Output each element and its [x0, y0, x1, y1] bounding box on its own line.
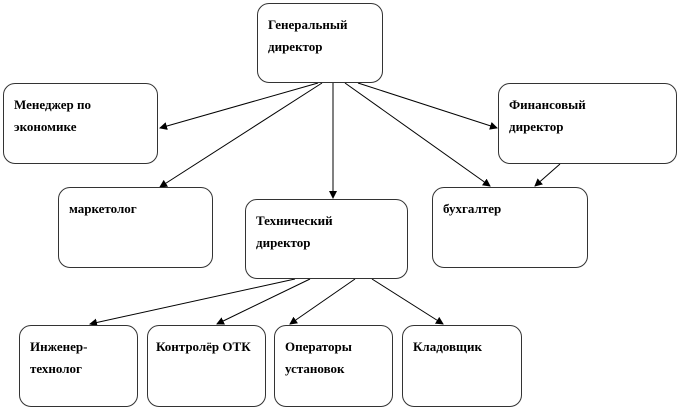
arrow-gd-findir — [357, 82, 498, 130]
node-accountant: бухгалтер — [432, 187, 588, 268]
arrow-gd-manager — [159, 82, 319, 130]
arrow-gd-marketer — [159, 82, 323, 188]
node-technical-director: Технический директор — [245, 199, 408, 279]
node-equipment-operators: Операторы установок — [274, 325, 393, 407]
node-label: Технический директор — [256, 213, 333, 250]
node-label: Контролёр ОТК — [156, 339, 251, 354]
node-label: Инженер-технолог — [30, 339, 88, 376]
node-label: Кладовщик — [413, 339, 482, 354]
node-label: Генеральный директор — [268, 17, 348, 54]
arrow-gd-accountant — [344, 82, 491, 187]
node-qc-inspector: Контролёр ОТК — [147, 325, 266, 407]
node-financial-director: Финансовый директор — [498, 83, 677, 164]
arrow-td-storekeeper — [371, 278, 444, 325]
node-economics-manager: Менеджер по экономике — [3, 83, 158, 164]
node-label: Финансовый директор — [509, 97, 586, 134]
node-label: Менеджер по экономике — [14, 97, 92, 134]
node-label: бухгалтер — [443, 201, 502, 216]
node-process-engineer: Инженер-технолог — [19, 325, 138, 407]
node-general-director: Генеральный директор — [257, 3, 383, 83]
node-marketer: маркетолог — [58, 187, 213, 268]
arrow-td-operators — [289, 278, 356, 325]
node-label: маркетолог — [69, 201, 137, 216]
arrow-td-qc — [216, 278, 311, 325]
node-label: Операторы установок — [285, 339, 352, 376]
arrow-findir-accountant — [534, 163, 561, 187]
node-storekeeper: Кладовщик — [402, 325, 522, 407]
arrow-td-engineer — [89, 278, 296, 327]
